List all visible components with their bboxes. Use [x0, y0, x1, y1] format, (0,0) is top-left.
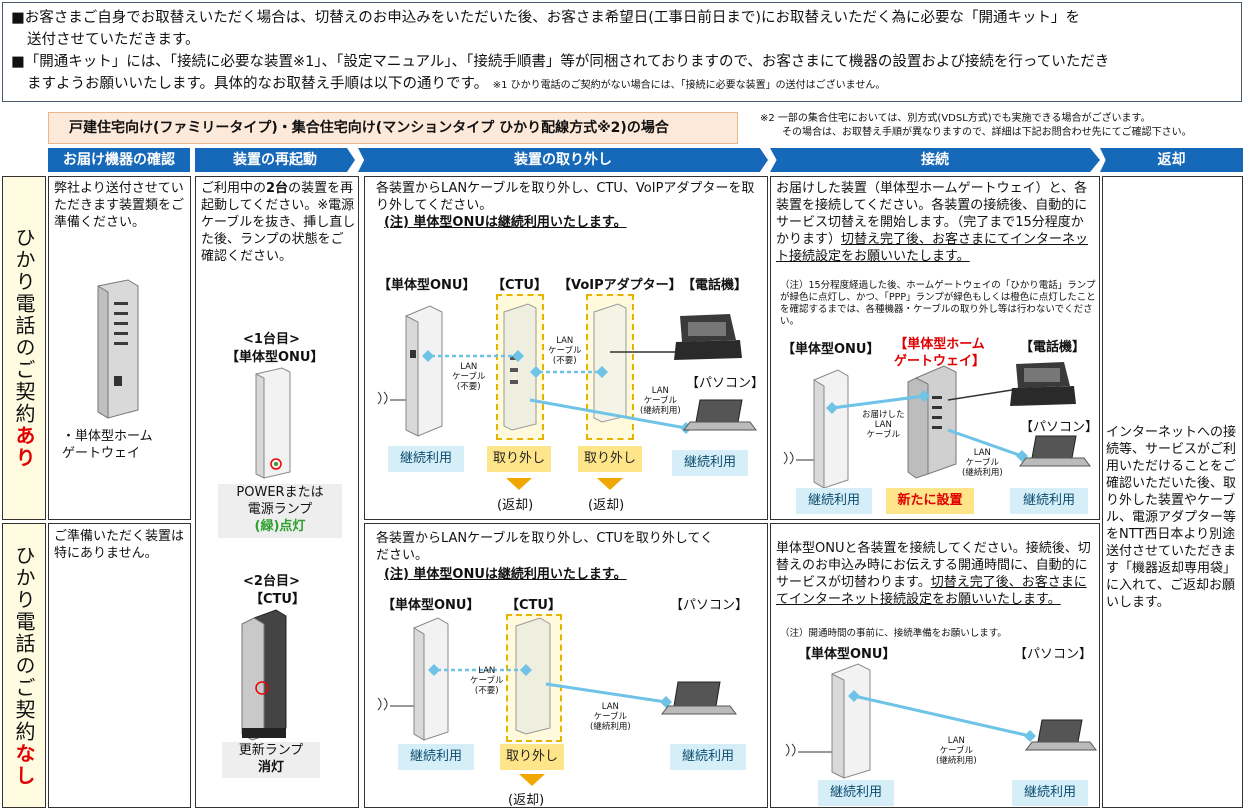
- remove-with-diagram: [370, 296, 770, 446]
- home-gateway-image: [90, 280, 140, 420]
- second-lamp-line2: 消灯: [222, 759, 320, 776]
- connect-with-label-onu: 【単体型ONU】: [782, 338, 880, 357]
- remove-with-arrow1: [506, 478, 532, 490]
- step-connect: 接続: [770, 148, 1100, 172]
- connect-with-cable1: お届けした LAN ケーブル: [862, 410, 905, 440]
- connect-with-note: （注）15分程度経過した後、ホームゲートウェイの「ひかり電話」ランプが緑色に点灯…: [780, 280, 1096, 328]
- restart-first-device: 【単体型ONU】: [226, 346, 324, 365]
- remove-without-tag-continue-onu: 継続利用: [398, 744, 474, 770]
- check-device-label: ・単体型ホーム ゲートウェイ: [62, 428, 190, 462]
- connect-with-diagram: [776, 356, 1096, 486]
- intro-line2: 送付させていただきます。: [11, 29, 1233, 51]
- connect-with-text: お届けした装置（単体型ホームゲートウェイ）と、各装置を接続してください。各装置の…: [776, 180, 1096, 265]
- return-text: インターネットへの接続等、サービスがご利用いただけることをご確認いただいた後、取…: [1106, 424, 1240, 611]
- restart-text-a: ご利用中の: [201, 181, 266, 196]
- remove-with-tag-remove-voip: 取り外し: [578, 446, 642, 472]
- restart-text-b: 2台: [266, 181, 288, 196]
- remove-without-cable2: LAN ケーブル (継続利用): [590, 702, 631, 732]
- connect-with-tag-new: 新たに設置: [886, 488, 974, 514]
- connect-with-label-phone: 【電話機】: [1020, 336, 1085, 355]
- case-title: 戸建住宅向け(ファミリータイプ)・集合住宅向け(マンションタイプ ひかり配線方式…: [48, 112, 738, 144]
- remove-with-cable2: LAN ケーブル (不要): [548, 336, 582, 366]
- remove-without-label-onu: 【単体型ONU】: [382, 594, 480, 613]
- remove-without-label-ctu: 【CTU】: [506, 594, 561, 613]
- remove-with-tag-continue-pc: 継続利用: [672, 450, 748, 476]
- remove-with-tag-remove-ctu: 取り外し: [487, 446, 551, 472]
- row-header-with-phone: ひかり電話のご契約あり: [2, 176, 46, 520]
- remove-without-cable1: LAN ケーブル (不要): [470, 666, 504, 696]
- step-return: 返却: [1100, 148, 1243, 172]
- second-lamp-line1: 更新ランプ: [222, 742, 320, 759]
- connect-with-tag-continue-pc: 継続利用: [1010, 488, 1088, 514]
- remove-with-arrow2: [597, 478, 623, 490]
- restart-first-title: <1台目>: [243, 328, 300, 347]
- intro-note1: ※1 ひかり電話のご契約がない場合には、「接続に必要な装置」の送付はございません…: [493, 80, 886, 91]
- remove-with-label-onu: 【単体型ONU】: [378, 274, 476, 293]
- intro-line3: ■「開通キット」には、「接続に必要な装置※1」、「設定マニュアル」、「接続手順書…: [11, 51, 1233, 73]
- connect-with-tag-continue-onu: 継続利用: [796, 488, 872, 514]
- remove-without-diagram: [370, 614, 770, 744]
- step-remove: 装置の取り外し: [358, 148, 768, 172]
- remove-without-tag-continue-pc: 継続利用: [670, 744, 746, 770]
- intro-box: ■お客さまご自身でお取替えいただく場合は、切替えのお申込みをいただいた後、お客さ…: [2, 2, 1242, 102]
- step-restart: 装置の再起動: [195, 148, 355, 172]
- row-with-suffix: あり: [12, 425, 36, 469]
- row-header-without-phone: ひかり電話のご契約なし: [2, 523, 46, 808]
- remove-with-text: 各装置からLANケーブルを取り外し、CTU、VoIPアダプターを取り外してくださ…: [376, 180, 756, 214]
- remove-with-return1: (返却): [497, 494, 533, 513]
- remove-without-tag-remove-ctu: 取り外し: [500, 744, 564, 770]
- cell-check-without: [48, 523, 191, 808]
- footnote-2-line2: その場合は、お取替え手順が異なりますので、詳細は下記お問合わせ先にてご確認下さい…: [760, 126, 1240, 140]
- footnote-2: ※2 一部の集合住宅においては、別方式(VDSL方式)でも実施できる場合がござい…: [760, 112, 1240, 140]
- remove-with-label-ctu: 【CTU】: [492, 274, 547, 293]
- remove-with-label-phone: 【電話機】: [682, 274, 747, 293]
- intro-line4: ますようお願いいたします。具体的なお取替え手順は以下の通りです。: [27, 76, 488, 92]
- remove-without-text: 各装置からLANケーブルを取り外し、CTUを取り外してください。: [376, 530, 716, 564]
- first-lamp-line1: POWERまたは: [218, 484, 342, 501]
- remove-with-tag-continue-onu: 継続利用: [388, 446, 464, 472]
- row-without-prefix: ひかり電話のご契約: [12, 545, 36, 743]
- remove-with-note: (注) 単体型ONUは継続利用いたします。: [384, 214, 684, 231]
- remove-without-arrow: [519, 774, 545, 786]
- remove-with-label-voip: 【VoIPアダプター】: [558, 274, 682, 293]
- onu-device-image: [252, 368, 292, 478]
- connect-without-tag-continue-pc: 継続利用: [1012, 780, 1088, 806]
- ctu-device-image: [236, 610, 292, 740]
- check-with-text: 弊社より送付させていただきます装置類をご準備ください。: [54, 180, 188, 231]
- restart-second-device: 【CTU】: [250, 588, 305, 607]
- restart-text: ご利用中の2台の装置を再起動してください。※電源ケーブルを抜き、挿し直した後、ラ…: [201, 180, 356, 265]
- remove-with-cable1: LAN ケーブル (不要): [452, 362, 486, 392]
- remove-with-return2: (返却): [588, 494, 624, 513]
- connect-without-tag-continue-onu: 継続利用: [818, 780, 894, 806]
- first-lamp-line2: 電源ランプ: [218, 501, 342, 518]
- row-without-suffix: なし: [12, 743, 36, 787]
- connect-without-text: 単体型ONUと各装置を接続してください。接続後、切替えのお申込み時にお伝えする開…: [776, 540, 1096, 608]
- remove-without-note: (注) 単体型ONUは継続利用いたします。: [384, 566, 684, 583]
- restart-second-lamp: 更新ランプ 消灯: [222, 742, 320, 778]
- first-lamp-line3: (緑)点灯: [218, 518, 342, 535]
- intro-line1: ■お客さまご自身でお取替えいただく場合は、切替えのお申込みをいただいた後、お客さ…: [11, 7, 1233, 29]
- remove-with-cable3: LAN ケーブル (継続利用): [640, 386, 681, 416]
- footnote-2-line1: ※2 一部の集合住宅においては、別方式(VDSL方式)でも実施できる場合がござい…: [760, 112, 1240, 126]
- step-check: お届け機器の確認: [48, 148, 190, 172]
- remove-without-return: (返却): [508, 789, 544, 808]
- restart-first-lamp: POWERまたは 電源ランプ (緑)点灯: [218, 484, 342, 538]
- check-without-text: ご準備いただく装置は特にありません。: [54, 528, 188, 562]
- row-with-prefix: ひかり電話のご契約: [12, 227, 36, 425]
- connect-without-cable1: LAN ケーブル (継続利用): [936, 736, 977, 766]
- restart-second-title: <2台目>: [243, 570, 300, 589]
- remove-without-label-pc: 【パソコン】: [670, 594, 748, 613]
- connect-with-cable2: LAN ケーブル (継続利用): [962, 448, 1003, 478]
- connect-without-note: （注）開通時間の事前に、接続準備をお願いします。: [780, 628, 1096, 640]
